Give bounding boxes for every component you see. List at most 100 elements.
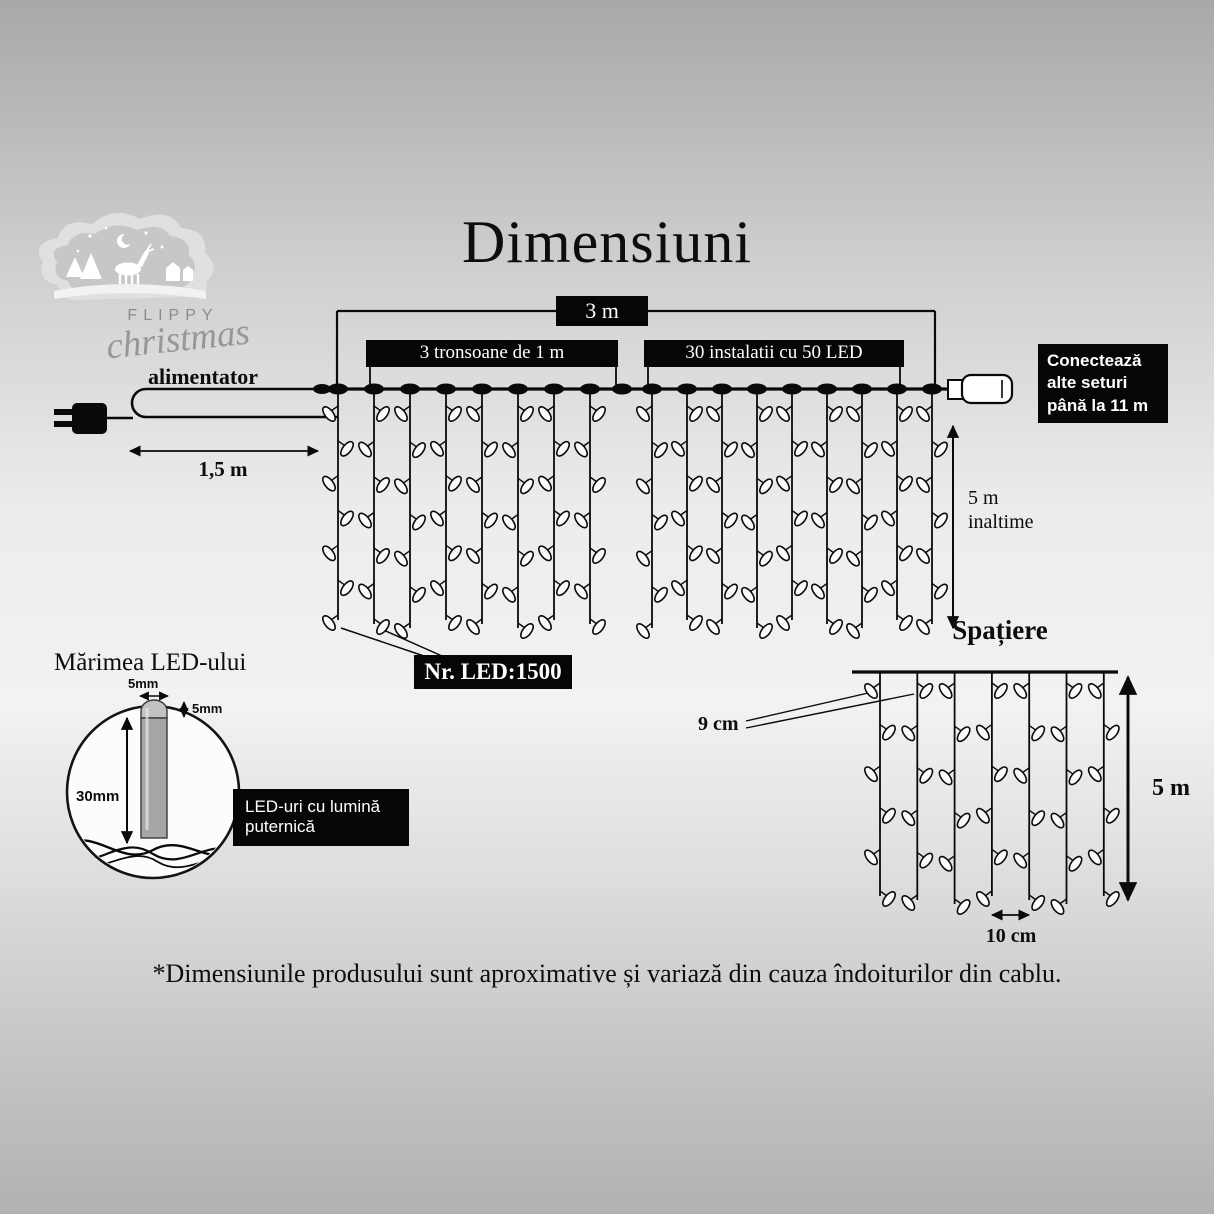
led-bulb — [916, 406, 930, 422]
spacing-curtain-strands-group — [852, 670, 1120, 915]
led-bulb — [776, 475, 790, 492]
led-bulb — [376, 548, 390, 564]
led-bulb — [1050, 899, 1065, 915]
led-bulb — [794, 510, 808, 527]
led-bulb — [520, 406, 534, 422]
led-bulb — [901, 895, 916, 911]
led-bulb — [556, 580, 570, 597]
led-bulb — [975, 807, 990, 824]
led-size-title: Mărimea LED-ului — [54, 649, 247, 676]
led-bulb — [689, 406, 703, 422]
adapter-cable-loop — [130, 387, 338, 419]
led-bulb — [759, 550, 773, 567]
led-bulb — [654, 442, 668, 459]
led-bulb — [881, 510, 895, 527]
led-width-label: 5mm — [128, 676, 159, 691]
led-dome-shape — [140, 699, 168, 719]
led-bulb — [794, 440, 808, 457]
led-bulb — [538, 406, 552, 422]
led-bulb — [846, 406, 860, 422]
led-bulb — [448, 615, 462, 631]
adapter-label: alimentator — [148, 364, 258, 389]
adapter-prong — [54, 421, 73, 427]
led-bulb — [956, 726, 971, 743]
tree-shape — [80, 253, 102, 279]
led-bulb — [1050, 726, 1065, 743]
led-bulb — [776, 545, 790, 562]
adapter-prong — [54, 409, 73, 415]
star-dot — [160, 245, 164, 249]
led-bulb — [846, 623, 860, 639]
led-bulb — [934, 583, 948, 600]
led-bulb — [919, 767, 934, 784]
led-bulb — [1105, 807, 1120, 824]
led-bulb — [520, 550, 534, 567]
cable-connector — [677, 383, 697, 395]
adapter-cable-length-label: 1,5 m — [198, 457, 248, 481]
cable-connector — [922, 383, 942, 395]
led-bulb — [829, 477, 843, 493]
led-bulb — [448, 545, 462, 562]
led-bulb — [671, 510, 685, 527]
led-bulb — [358, 583, 372, 600]
led-bulb — [1031, 810, 1046, 827]
led-bulb — [689, 475, 703, 492]
led-bulb — [724, 512, 738, 529]
led-bulb — [759, 406, 773, 422]
led-bulb — [358, 441, 372, 458]
cable-connector — [712, 383, 732, 395]
led-bulb — [829, 406, 843, 422]
led-bulb — [956, 899, 971, 915]
led-bulb — [899, 545, 913, 562]
total-width-label: 3 m — [556, 296, 648, 326]
led-bulb — [794, 580, 808, 597]
led-bulb — [934, 512, 948, 529]
power-adapter-shape — [72, 403, 107, 434]
led-bulb — [466, 619, 480, 635]
cable-connector — [364, 383, 384, 395]
cable-connector — [887, 383, 907, 395]
led-bulb — [574, 512, 588, 529]
led-bulb — [636, 623, 650, 639]
led-bulb — [706, 406, 720, 422]
led-bulb — [846, 478, 860, 495]
led-bulb — [919, 683, 934, 699]
cable-connector — [580, 383, 600, 395]
logo-brand-name: FLIPPY — [127, 307, 219, 324]
led-bulb — [520, 478, 534, 495]
led-bulb — [502, 514, 516, 531]
led-bulb — [448, 475, 462, 492]
led-bulb — [993, 766, 1008, 783]
led-bulb — [864, 683, 878, 699]
led-bulb — [864, 766, 878, 783]
cable-connector — [400, 383, 420, 395]
led-bulb — [975, 891, 990, 907]
led-bulb — [671, 440, 685, 457]
led-bulb — [741, 514, 755, 531]
led-bulb — [864, 849, 878, 866]
led-bulb — [689, 615, 703, 631]
led-bulb — [394, 623, 408, 639]
led-bulb — [706, 477, 720, 493]
star-dot — [104, 226, 108, 230]
led-bulb — [484, 441, 498, 458]
led-bulb — [376, 406, 390, 422]
main-curtain-artwork — [54, 309, 1014, 657]
led-bulb — [654, 514, 668, 531]
led-bulb — [811, 441, 825, 458]
led-bulb — [919, 852, 934, 869]
cable-connector — [544, 383, 564, 395]
led-bulb — [340, 440, 354, 457]
led-bulb — [1031, 895, 1046, 911]
led-note: LED-uri cu lumină puternică — [233, 789, 409, 846]
logo-artwork — [38, 213, 214, 300]
led-bulb — [759, 478, 773, 495]
tree-shape — [66, 257, 84, 277]
led-bulb — [706, 548, 720, 564]
led-bulb — [322, 406, 336, 422]
led-bulb — [538, 545, 552, 562]
led-bulb — [448, 406, 462, 422]
led-bulb — [654, 586, 668, 603]
led-bulb — [811, 512, 825, 529]
led-bulb — [636, 550, 650, 567]
